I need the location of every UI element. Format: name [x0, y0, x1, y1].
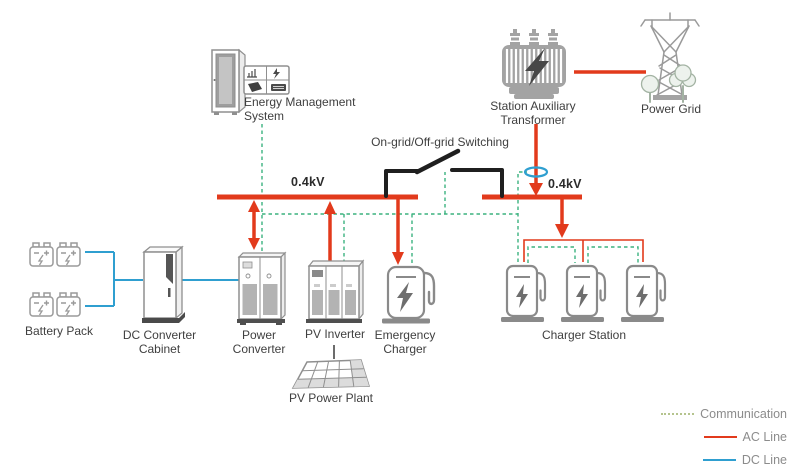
ac-lines	[217, 70, 646, 270]
communication-line-sample	[661, 413, 695, 415]
battery-icon	[29, 292, 54, 317]
ac-line-sample	[703, 436, 737, 438]
charger-icon	[621, 264, 667, 322]
ems-label: Energy Management System	[244, 95, 356, 123]
power-converter-label: Power Converter	[232, 328, 286, 356]
bus-left-voltage: 0.4kV	[291, 175, 325, 189]
ems-monitor-panel	[243, 65, 290, 95]
emergency-charger-icon	[382, 265, 436, 324]
current-sensor-icon	[523, 166, 549, 178]
ems-icon	[211, 48, 290, 115]
tree-icons	[640, 64, 697, 103]
pv-inverter-label: PV Inverter	[304, 327, 366, 341]
battery-pack-icon	[29, 242, 81, 317]
charger-station-icons	[501, 264, 667, 322]
legend: Communication AC Line DC Line	[661, 406, 787, 468]
pv-power-plant-label: PV Power Plant	[288, 391, 374, 405]
arrowhead-transformer-down	[529, 183, 543, 196]
transformer-bolt	[525, 48, 549, 86]
bus-right-voltage: 0.4kV	[548, 177, 582, 191]
power-grid-label: Power Grid	[640, 102, 702, 116]
arrowhead-pc-down	[248, 238, 260, 250]
legend-label: AC Line	[742, 430, 787, 444]
legend-label: Communication	[700, 407, 787, 421]
dc-converter-cabinet-label: DC Converter Cabinet	[122, 328, 197, 356]
battery-icon	[56, 292, 81, 317]
pv-panel-icon	[291, 359, 371, 389]
dc-converter-cabinet-icon	[142, 245, 185, 323]
arrowhead-pv-up	[324, 201, 336, 214]
emergency-charger-label: Emergency Charger	[374, 328, 436, 356]
legend-item-communication: Communication	[661, 406, 787, 422]
ac-arrowheads	[248, 183, 569, 265]
legend-item-dc-line: DC Line	[702, 452, 787, 468]
grid-switch	[384, 148, 504, 198]
battery-icon	[29, 242, 54, 267]
arrowhead-ec-down	[392, 252, 404, 265]
power-converter-icon	[237, 251, 287, 325]
transformer-label: Station Auxiliary Transformer	[490, 99, 576, 127]
battery-icon	[56, 242, 81, 267]
charger-icon	[501, 264, 547, 322]
dc-lines	[85, 251, 239, 307]
transformer-icon	[502, 29, 566, 99]
switching-label: On-grid/Off-grid Switching	[371, 135, 509, 149]
pv-inverter-icon	[306, 259, 365, 323]
communication-lines	[261, 124, 639, 263]
legend-item-ac-line: AC Line	[703, 429, 787, 445]
power-grid-icon	[640, 12, 700, 103]
charger-icon	[561, 264, 607, 322]
arrowhead-charger-down	[555, 224, 569, 238]
legend-label: DC Line	[741, 453, 787, 467]
dc-line-sample	[702, 459, 736, 461]
arrowhead-pc-up	[248, 200, 260, 212]
charger-station-label: Charger Station	[541, 328, 627, 342]
battery-pack-label: Battery Pack	[24, 324, 94, 338]
